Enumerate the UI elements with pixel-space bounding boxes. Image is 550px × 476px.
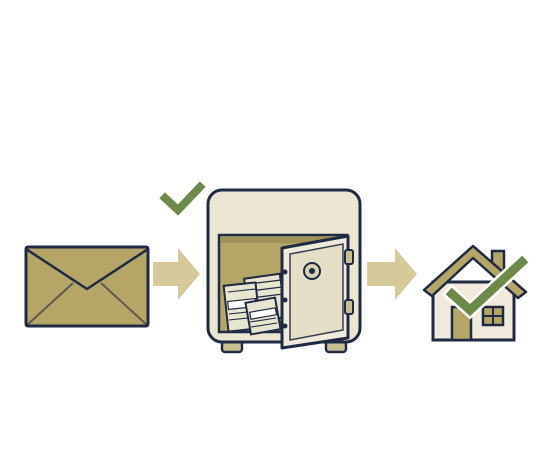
house-icon [422,244,528,342]
arrow-right-icon [367,248,417,300]
arrow-right-icon [153,248,200,300]
money-stacks-icon [222,272,288,336]
checkmark-icon [442,252,532,320]
envelope-icon [24,245,150,328]
safe-door [280,234,354,350]
checkmark-icon [159,181,206,216]
safe-icon [206,188,362,354]
